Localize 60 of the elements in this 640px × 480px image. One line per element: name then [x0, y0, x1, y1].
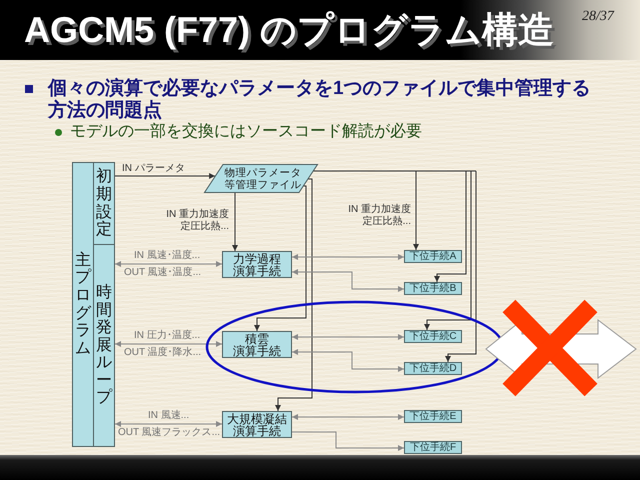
subroutine-label: 下位手続E [410, 411, 456, 422]
double-headed-arrow [292, 349, 404, 372]
file-label: 物理パラメータ等管理ファイル [223, 166, 302, 190]
output-label: OUT 風速･温度... [124, 267, 202, 279]
subroutine-box [404, 410, 462, 423]
arrow [114, 173, 216, 179]
arrow [413, 170, 419, 250]
subroutine-box [404, 441, 462, 454]
column-label: 時間発展ループ [96, 284, 112, 408]
double-headed-arrow [114, 421, 222, 427]
process-box [222, 251, 292, 278]
arrow [254, 186, 306, 332]
connector-line [312, 170, 476, 172]
output-label: OUT 温度･降水... [124, 347, 202, 359]
edge-label: IN 風速･温度... [134, 250, 200, 262]
subroutine-label: 下位手続D [409, 363, 457, 374]
process-label: 積雲 [245, 332, 269, 344]
subroutine-label: 下位手続A [410, 251, 456, 262]
process-label: 演算手続 [233, 344, 281, 356]
process-box [222, 411, 292, 438]
subroutine-box [404, 250, 462, 263]
output-label: OUT 風速フラックス... [118, 427, 220, 439]
double-headed-arrow [292, 254, 404, 260]
process-label: 大規模凝結 [227, 412, 287, 424]
double-headed-arrow [114, 261, 222, 267]
process-label: 力学過程 [233, 252, 281, 264]
subroutine-box [404, 282, 462, 295]
bullet-text: 個々の演算で必要なパラメータを1つのファイルで集中管理する方法の問題点 [48, 78, 592, 122]
arrow [232, 192, 238, 252]
double-headed-arrow [292, 334, 404, 340]
subroutine-box [404, 362, 462, 375]
arrow [424, 170, 472, 330]
arrow [275, 178, 312, 412]
edge-label: IN 重力加速度定圧比熱... [347, 204, 411, 228]
program-column [94, 245, 115, 447]
slide-title: AGCM5 (F77) のプログラム構造 [24, 10, 554, 50]
program-column [94, 162, 115, 245]
subroutine-box [404, 330, 462, 343]
double-headed-arrow [292, 414, 404, 420]
subroutine-label: 下位手続F [410, 442, 456, 453]
edge-label: IN 圧力･温度... [134, 330, 200, 342]
edge-label: IN 風速... [148, 410, 190, 422]
file-parallelogram [204, 164, 318, 193]
edge-label: IN 重力加速度定圧比熱... [165, 209, 229, 233]
program-column [72, 162, 94, 447]
edge-label: IN パラーメタ [122, 163, 185, 175]
process-label: 演算手続 [233, 424, 281, 436]
double-headed-arrow [292, 269, 404, 292]
column-label: 初期設定 [96, 168, 112, 239]
double-headed-arrow [114, 341, 222, 347]
column-label: 主プログラム [75, 252, 91, 358]
process-label: 演算手続 [233, 264, 281, 276]
arrow [434, 170, 466, 282]
arrow [445, 170, 476, 362]
arrow [292, 432, 404, 451]
subroutine-label: 下位手続C [409, 331, 457, 342]
subroutine-label: 下位手続B [410, 283, 456, 294]
process-box [222, 331, 292, 358]
sub-bullet-text: モデルの一部を交換にはソースコード解読が必要 [70, 123, 422, 141]
page-number: 28/37 [582, 9, 614, 25]
